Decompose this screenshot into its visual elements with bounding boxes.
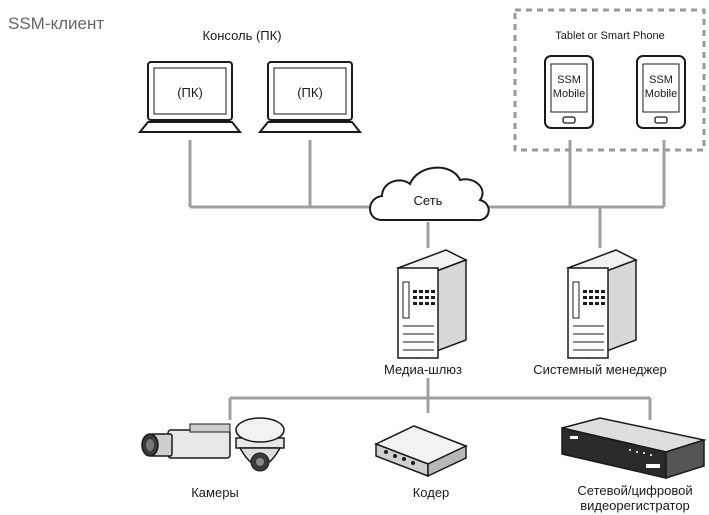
network-cloud-icon: Сеть: [369, 166, 490, 222]
encoder-icon: [374, 425, 468, 478]
diagram-title: SSM-клиент: [8, 14, 104, 33]
pc-laptop-1: (ПК): [137, 61, 243, 133]
mobile-group-box: [513, 8, 706, 152]
pc-laptop-2: (ПК): [257, 61, 363, 133]
mobile-device-1: SSM Mobile: [544, 55, 594, 129]
mobile-label-1a: SSM: [557, 74, 581, 86]
cameras-label: Камеры: [191, 485, 239, 500]
console-label: Консоль (ПК): [202, 28, 281, 43]
mobile-device-2: SSM Mobile: [636, 55, 686, 129]
pc-label-2: (ПК): [297, 85, 323, 100]
mobile-label-2b: Mobile: [645, 88, 677, 100]
media-gateway-server-icon: [396, 249, 468, 360]
pc-label-1: (ПК): [177, 85, 203, 100]
network-wires: [188, 140, 666, 420]
box-camera-icon: [141, 423, 231, 459]
system-manager-label: Системный менеджер: [533, 362, 667, 377]
recorder-label-line1: Сетевой/цифровой: [577, 483, 692, 498]
system-manager-server-icon: [566, 249, 638, 360]
network-label: Сеть: [414, 193, 443, 208]
media-gateway-label: Медиа-шлюз: [384, 362, 462, 377]
mobile-label-1b: Mobile: [553, 88, 585, 100]
video-recorder-icon: [561, 417, 707, 480]
recorder-label-line2: видеорегистратор: [580, 498, 690, 513]
dome-camera-icon: [235, 417, 285, 472]
encoder-label: Кодер: [413, 485, 450, 500]
mobile-label-2a: SSM: [649, 74, 673, 86]
mobile-group-label: Tablet or Smart Phone: [555, 30, 664, 42]
